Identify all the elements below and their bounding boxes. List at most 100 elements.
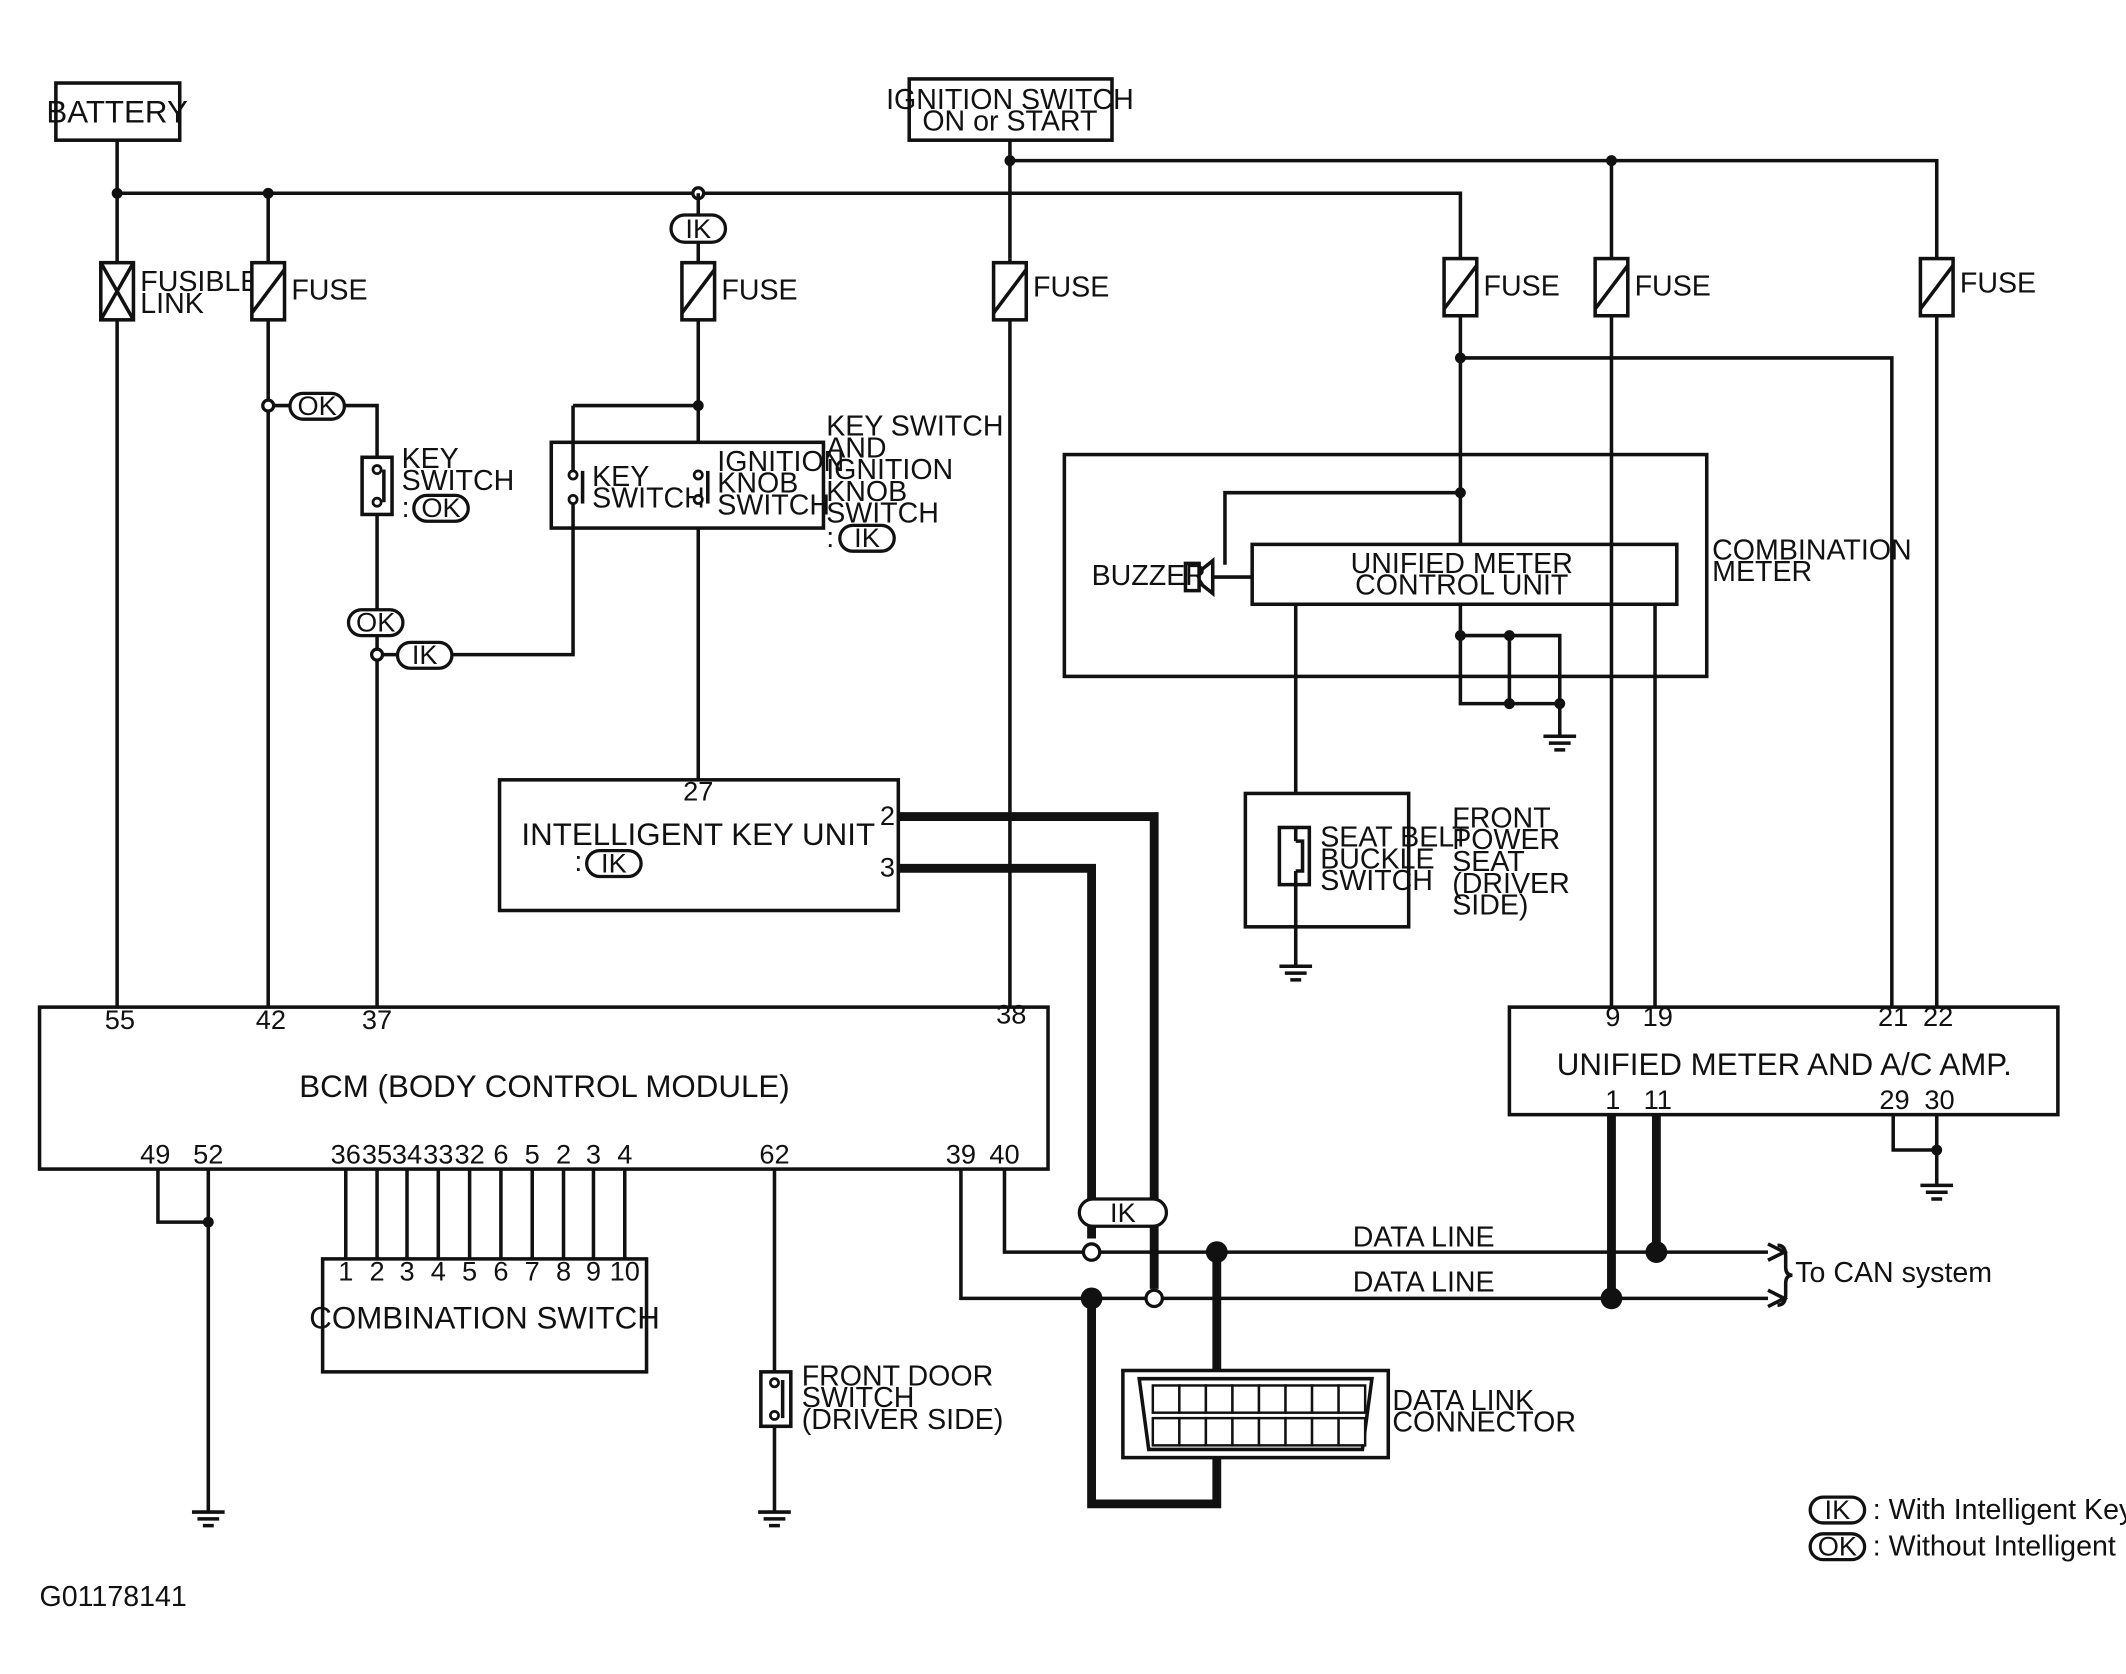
combination-switch-pin: 3 [399, 1256, 414, 1287]
ik-tag: IK [1077, 1197, 1169, 1228]
ground-icon [191, 1510, 225, 1528]
dlc-label-2: CONNECTOR [1392, 1407, 1576, 1439]
ok-tag-label: OK [298, 390, 337, 421]
combination-switch-pin: 7 [525, 1256, 540, 1287]
legend-ik-tag: IK [1825, 1494, 1851, 1525]
figure-id: G01178141 [40, 1581, 187, 1613]
junction [1645, 1241, 1668, 1263]
fuse-label: FUSE [1635, 270, 1711, 302]
combination-switch-pin: 1 [338, 1256, 353, 1287]
bcm-pin: 62 [759, 1139, 789, 1170]
bcm-pin: 52 [193, 1139, 223, 1170]
dlc-pin-cell [1337, 1384, 1367, 1414]
junction [1931, 1144, 1943, 1156]
fusible-link: FUSIBLE LINK [99, 260, 259, 322]
dlc-pin-cell [1257, 1384, 1287, 1414]
wire-21 [1460, 356, 1894, 1008]
bcm: BCM (BODY CONTROL MODULE) 55 42 37 38 49… [37, 998, 1050, 1171]
meter-ac-pin: 11 [1644, 1084, 1672, 1115]
intelligent-key-unit: 27 2 3 INTELLIGENT KEY UNIT : IK [497, 775, 901, 913]
fuse-label: FUSE [1484, 270, 1560, 302]
seat-belt-label-3: SWITCH [1320, 865, 1433, 897]
combination-switch-pin: 10 [610, 1256, 640, 1287]
dlc-pin-cell [1151, 1416, 1181, 1447]
meter-ac-pin: 21 [1878, 1001, 1908, 1032]
ks-assembly-label-2: AND [826, 432, 886, 464]
battery-label: BATTERY [46, 94, 188, 129]
bcm-pin: 39 [946, 1139, 976, 1170]
ks-inner-key-2: SWITCH [592, 483, 705, 515]
combination-switch-label: COMBINATION SWITCH [309, 1300, 660, 1335]
combination-switch-pin: 8 [556, 1256, 571, 1287]
ik-unit-pin-3: 3 [880, 851, 895, 882]
ik-tag-label: IK [601, 847, 627, 878]
wire-29-30-ground [1891, 1114, 1939, 1185]
bcm-pin: 3 [586, 1139, 601, 1170]
combination-switch-pin: 5 [462, 1256, 477, 1287]
ik-tag: IK [669, 213, 728, 244]
junction [1080, 1287, 1103, 1310]
wire-40 [1002, 1169, 1087, 1254]
dlc-pin-cell [1204, 1416, 1234, 1447]
fuse-label: FUSE [1033, 272, 1109, 304]
legend: IK : With Intelligent Key OK : Without I… [1808, 1494, 2126, 1563]
bcm-pin: 35 [362, 1139, 392, 1170]
junction [1205, 1241, 1228, 1263]
front-door-label-3: (DRIVER SIDE) [802, 1404, 1004, 1436]
dlc-pin-cell [1178, 1416, 1208, 1447]
bcm-pin: 49 [140, 1139, 170, 1170]
dlc-pin-cell [1151, 1384, 1181, 1414]
ok-tag-label: OK [421, 492, 460, 523]
fuse-42: FUSE [250, 260, 368, 322]
fuse-38: FUSE [991, 260, 1109, 322]
fuse-meter-22: FUSE [1918, 256, 2036, 318]
ik-tag-label: IK [685, 213, 711, 244]
fuse-ik: FUSE [680, 260, 798, 322]
data-link-connector: DATA LINK CONNECTOR [1121, 1368, 1576, 1460]
ik-can-line-3 [898, 863, 1097, 1239]
wire-49-52-ground [156, 1169, 211, 1511]
ik-tag: IK [395, 639, 454, 670]
dlc-pin-cell [1337, 1416, 1367, 1447]
meter-ac-pin: 19 [1643, 1001, 1673, 1032]
buzzer-icon [1183, 561, 1201, 593]
bcm-pin: 6 [493, 1139, 508, 1170]
ik-unit-label: INTELLIGENT KEY UNIT [521, 817, 875, 852]
ik-can-line-2 [898, 812, 1159, 1289]
bcm-pin: 33 [423, 1139, 453, 1170]
combination-meter-label-1: COMBINATION [1712, 534, 1912, 566]
legend-ok-tag: OK [1818, 1531, 1857, 1562]
bcm-pin: 37 [362, 1004, 392, 1035]
ks-assembly-label-4: KNOB [826, 476, 907, 508]
fusible-link-label-2: LINK [140, 288, 204, 320]
wire-39 [959, 1169, 1149, 1301]
combination-switch-pin: 9 [586, 1256, 601, 1287]
fuse-label: FUSE [1960, 268, 2036, 300]
ground-icon [1920, 1183, 1954, 1201]
ignition-switch-label-1: IGNITION SWITCH [886, 84, 1134, 116]
wire-ik-to-keyswitch [451, 528, 575, 657]
power-seat-label-3: SEAT [1452, 846, 1525, 878]
ks-inner-ign-2: KNOB [717, 468, 798, 500]
dlc-pin-cell [1231, 1384, 1261, 1414]
data-line-label: DATA LINE [1353, 1222, 1495, 1254]
key-switch-label-2: SWITCH [402, 465, 515, 497]
ignition-bus [1008, 140, 1939, 259]
battery-bus [115, 140, 1463, 259]
ks-inner-ign-1: IGNITION [717, 446, 844, 478]
dlc-pin-cell [1310, 1416, 1340, 1447]
ks-assembly-label-3: IGNITION [826, 454, 953, 486]
junction-open [261, 398, 276, 413]
front-door-switch: FRONT DOOR SWITCH (DRIVER SIDE) [759, 1360, 1004, 1436]
ignition-switch-block: IGNITION SWITCH ON or START [886, 77, 1134, 142]
bcm-pin: 36 [331, 1139, 361, 1170]
battery-block: BATTERY [46, 81, 188, 142]
seat-belt-label-1: SEAT BELT [1320, 822, 1469, 854]
dlc-pin-cell [1231, 1416, 1261, 1447]
combination-meter-label-2: METER [1712, 556, 1812, 588]
bcm-pin: 42 [256, 1004, 286, 1035]
unified-meter-ac-amp: UNIFIED METER AND A/C AMP. 9 19 21 22 1 … [1507, 1001, 2060, 1117]
dlc-can-l [1087, 1298, 1222, 1509]
combination-switch-pin: 6 [493, 1256, 508, 1287]
